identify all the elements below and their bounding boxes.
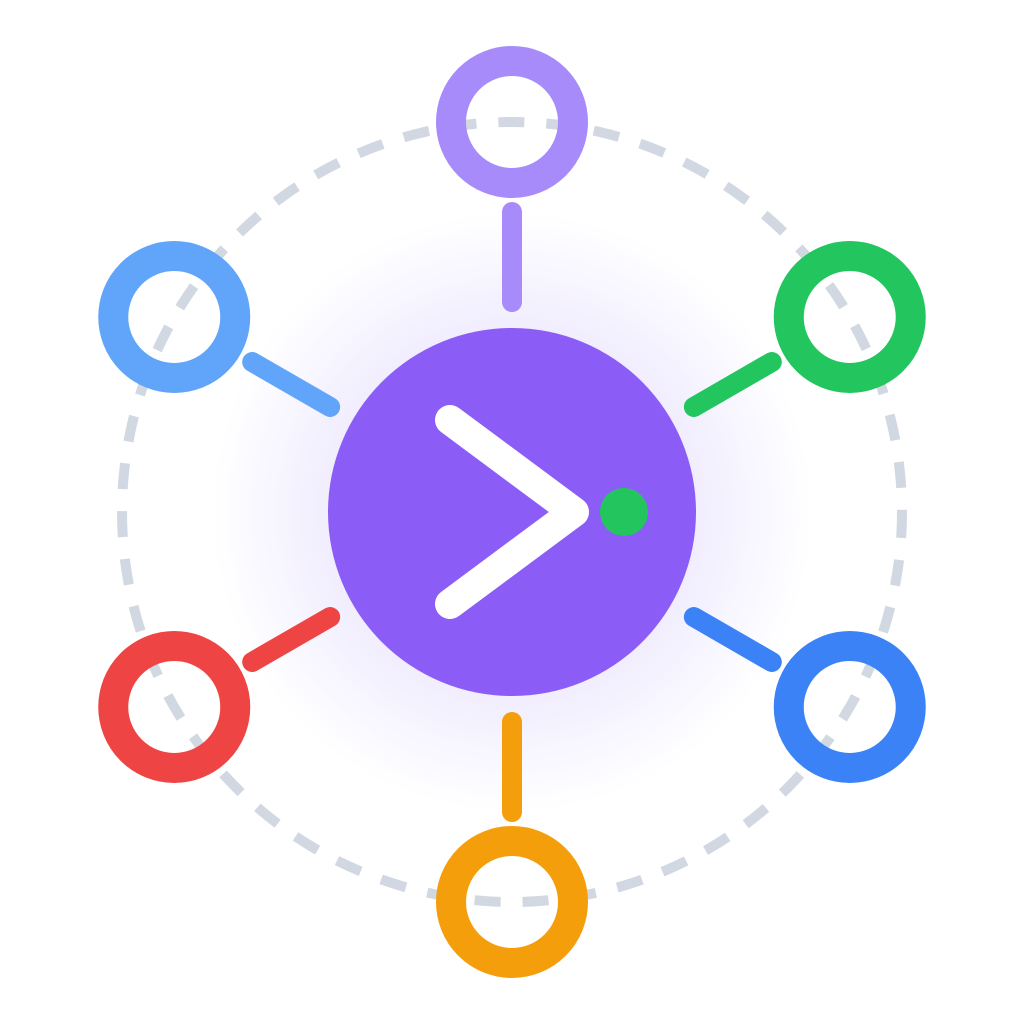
spoke-lower-left xyxy=(242,607,341,672)
node-bottom[interactable] xyxy=(436,826,588,978)
spoke-upper-right xyxy=(683,352,782,417)
node-lower-left[interactable] xyxy=(98,631,251,783)
nodes xyxy=(98,46,926,978)
node-upper-left[interactable] xyxy=(98,241,251,393)
node-top[interactable] xyxy=(436,46,588,198)
node-lower-right[interactable] xyxy=(773,631,926,783)
orbit-ring xyxy=(117,117,907,907)
spoke-lower-right xyxy=(683,607,782,672)
spoke-upper-left xyxy=(242,352,341,417)
hub-circle[interactable] xyxy=(328,328,696,696)
status-dot xyxy=(600,488,648,536)
terminal-prompt-icon xyxy=(435,405,589,619)
spokes xyxy=(242,202,782,822)
node-upper-right[interactable] xyxy=(773,241,926,393)
